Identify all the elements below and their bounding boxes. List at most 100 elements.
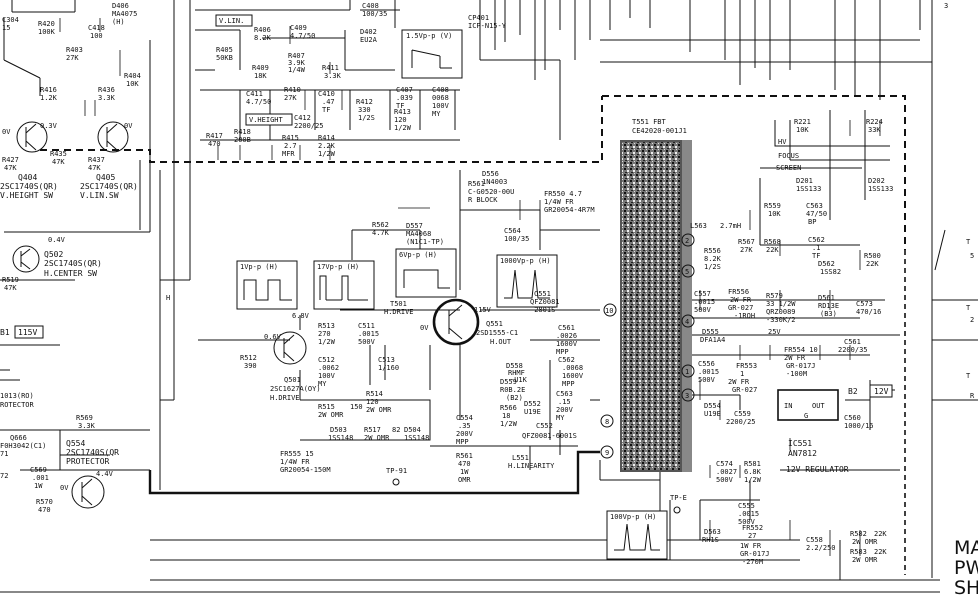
c410-value: .47 — [322, 98, 335, 106]
q1013-label: 1013(RO) — [0, 392, 34, 400]
r579-value: 33 1/2W — [766, 300, 796, 308]
c562-label: C562 — [558, 356, 575, 364]
r437-value: 47K — [88, 164, 101, 172]
r514-rating: 2W OMR — [366, 406, 392, 414]
b1-voltage: 115V — [18, 328, 37, 337]
c562-value: .0068 — [562, 364, 583, 372]
pin-9-label: 9 — [605, 449, 609, 457]
fr550-label: FR550 4.7 — [544, 190, 582, 198]
q551-function: H.OUT — [490, 338, 512, 346]
r561b-type: OMR — [458, 476, 471, 484]
right-3: 3 — [944, 2, 948, 10]
c511-label: C511 — [358, 322, 375, 330]
transistor-q554 — [71, 475, 105, 509]
c561b-value: 2200/35 — [838, 346, 868, 354]
r405-label: R405 — [216, 46, 233, 54]
r407-value: 3.9K — [288, 59, 306, 67]
c563-value: .15 — [558, 398, 571, 406]
transistor-q404 — [16, 121, 48, 153]
t501-label: T501 — [390, 300, 407, 308]
q502-label: Q502 — [44, 250, 63, 259]
ic551-gnd: G — [804, 412, 808, 420]
d555-part: DFA1A4 — [700, 336, 725, 344]
r435-value: 47K — [52, 158, 65, 166]
r410-value: 27K — [284, 94, 297, 102]
r581-value: 6.8K — [744, 468, 762, 476]
d552-part: U19E — [524, 408, 541, 416]
d558-part: RHMF — [508, 369, 525, 377]
t551-part: CE42020-001J1 — [632, 127, 687, 135]
q554-function: PROTECTOR — [66, 457, 110, 466]
d554-label: D554 — [704, 402, 721, 410]
waveform-6vpp-box — [395, 248, 457, 298]
c304-value: 15 — [2, 24, 10, 32]
d562-part: 1SS82 — [820, 268, 841, 276]
r517-rating: 2W OMR — [364, 434, 390, 442]
cp401-part: ICP-N15-Y — [468, 22, 507, 30]
c563-type: MY — [556, 414, 565, 422]
r513-label: R513 — [318, 322, 335, 330]
l563-label: L563 — [690, 222, 707, 230]
c554-label: C554 — [456, 414, 473, 422]
d202-part: 1SS133 — [868, 185, 893, 193]
c562b-label: C562 — [808, 236, 825, 244]
r514-label: R514 — [366, 390, 383, 398]
d503-part: 1SS148 — [328, 434, 353, 442]
pin-9-marker — [600, 445, 614, 459]
r569-label: R569 — [76, 414, 93, 422]
r418-value: 200B — [234, 136, 251, 144]
right-t1: T — [966, 238, 971, 246]
q551-part: 2SD1555-C1 — [476, 329, 518, 337]
d201-label: D201 — [796, 177, 813, 185]
r568-label: R568 — [764, 238, 781, 246]
c304-label: C304 — [2, 16, 19, 24]
c418-label: C418 — [88, 24, 105, 32]
r413-value: 120 — [394, 116, 407, 124]
tp-e-label: TP-E — [670, 494, 687, 502]
c558-value: 2.2/250 — [806, 544, 836, 552]
d402-label: D402 — [360, 28, 377, 36]
r582-value: 22K — [874, 530, 887, 538]
hv-label: HV — [778, 138, 787, 146]
r415-type: MFR — [282, 150, 295, 158]
waveform-1vpp-title: 1Vp-p (H) — [240, 263, 278, 271]
c563b-type: BP — [808, 218, 816, 226]
c557-rating: 500V — [694, 306, 712, 314]
r583-label: R583 — [850, 548, 867, 556]
r561-function: R BLOCK — [468, 196, 498, 204]
v115-label: 115V — [474, 306, 492, 314]
r436-value: 3.3K — [98, 94, 116, 102]
v25-label: 25V — [768, 328, 781, 336]
q405-part: 2SC1740S(QR) — [80, 182, 138, 191]
l551-function: H.LINEARITY — [508, 462, 555, 470]
r561b-value: 470 — [458, 460, 471, 468]
fr554-label: FR554 10 — [784, 346, 818, 354]
c561-type: MPP — [556, 348, 569, 356]
r405-value: 50KB — [216, 54, 233, 62]
r559-value: 10K — [768, 210, 781, 218]
c513-label: C513 — [378, 356, 395, 364]
fr554-rating: 2W FR — [784, 354, 806, 362]
r224-value: 33K — [868, 126, 881, 134]
r517-label: R517 — [364, 426, 381, 434]
r500-label: R500 — [864, 252, 881, 260]
right-5: 5 — [970, 252, 974, 260]
r415-label: R415 — [282, 134, 299, 142]
r417-label: R417 — [206, 132, 223, 140]
c409-label: C409 — [290, 24, 307, 32]
ic551-label: IC551 — [788, 439, 812, 448]
r515-rating: 2W OMR — [318, 411, 344, 419]
protector-label: ROTECTOR — [0, 401, 35, 409]
c556-label: C556 — [698, 360, 715, 368]
transistor-q502 — [12, 245, 40, 273]
d557-label: D557 — [406, 222, 423, 230]
ic551-in: IN — [784, 402, 792, 410]
r435-label: R435 — [50, 150, 67, 158]
r567-label: R567 — [738, 238, 755, 246]
pin-2-label: 2 — [685, 237, 689, 245]
d557-suffix: (N1C1-TP) — [406, 238, 444, 246]
r416-label: R416 — [40, 86, 57, 94]
d552-label: D552 — [524, 400, 541, 408]
c407-label: C407 — [396, 86, 413, 94]
waveform-1-5vpp-box — [401, 29, 463, 79]
